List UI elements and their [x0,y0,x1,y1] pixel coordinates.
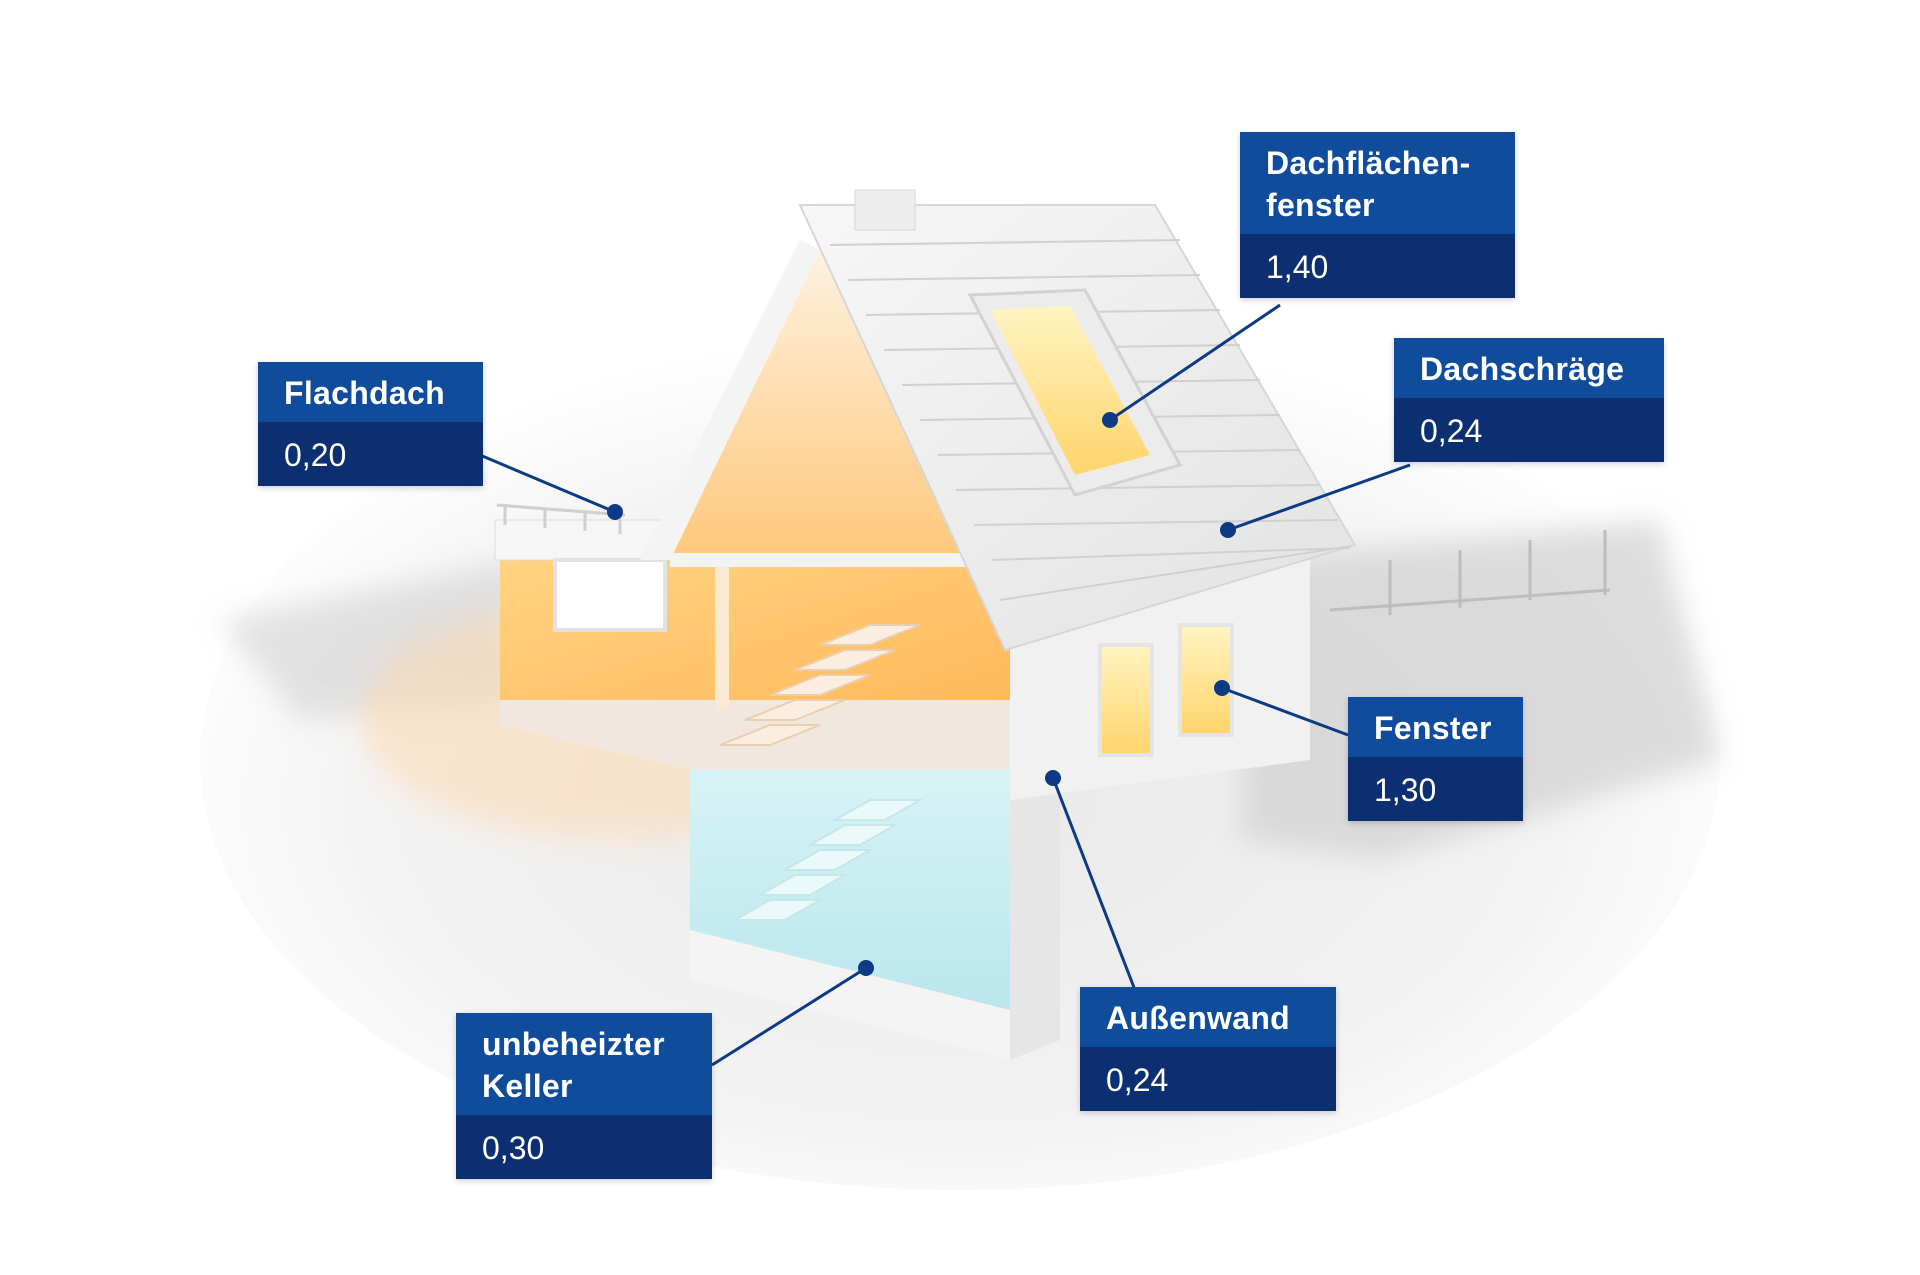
gable-wall-left [640,240,820,560]
label-dachflaechenfenster-title: Dachflächen- fenster [1240,132,1515,234]
label-dachschraege-value: 0,24 [1394,398,1664,462]
leader-flachdach [479,453,616,514]
leader-lines [479,303,1411,1067]
label-keller: unbeheizter Keller 0,30 [456,1013,712,1179]
label-dachschraege: Dachschräge 0,24 [1394,338,1664,462]
leader-aussenwand [1051,777,1137,991]
basement-room [690,770,1010,1010]
label-aussenwand: Außenwand 0,24 [1080,987,1336,1111]
leader-dots [607,412,1236,976]
dot-flachdach [607,504,623,520]
label-dachflaechenfenster: Dachflächen- fenster 1,40 [1240,132,1515,298]
dot-aussenwand [1045,770,1061,786]
dot-dachflaechenfenster [1102,412,1118,428]
dot-keller [858,960,874,976]
interior-stairs [719,624,921,746]
roof-window [967,288,1183,497]
gable-room [670,250,1010,560]
leader-keller [711,966,867,1067]
label-keller-value: 0,30 [456,1115,712,1179]
leader-fenster [1221,686,1349,737]
label-flachdach: Flachdach 0,20 [258,362,483,486]
label-keller-title: unbeheizter Keller [456,1013,712,1115]
label-fenster: Fenster 1,30 [1348,697,1523,821]
label-aussenwand-value: 0,24 [1080,1047,1336,1111]
interior-wall [715,560,729,710]
leader-dachflaechenfenster [1109,303,1281,422]
label-dachschraege-title: Dachschräge [1394,338,1664,398]
leader-dachschraege [1227,463,1411,532]
label-aussenwand-title: Außenwand [1080,987,1336,1047]
basement-stairs [731,799,924,921]
wing-window [553,558,667,632]
dot-dachschraege [1220,522,1236,538]
label-fenster-title: Fenster [1348,697,1523,757]
label-flachdach-value: 0,20 [258,422,483,486]
fence [1329,530,1611,615]
facade-windows [1098,623,1234,757]
dot-fenster [1214,680,1230,696]
label-fenster-value: 1,30 [1348,757,1523,821]
basement-right-wall [1010,740,1060,1060]
chimney [854,189,916,231]
label-dachflaechenfenster-value: 1,40 [1240,234,1515,298]
label-flachdach-title: Flachdach [258,362,483,422]
